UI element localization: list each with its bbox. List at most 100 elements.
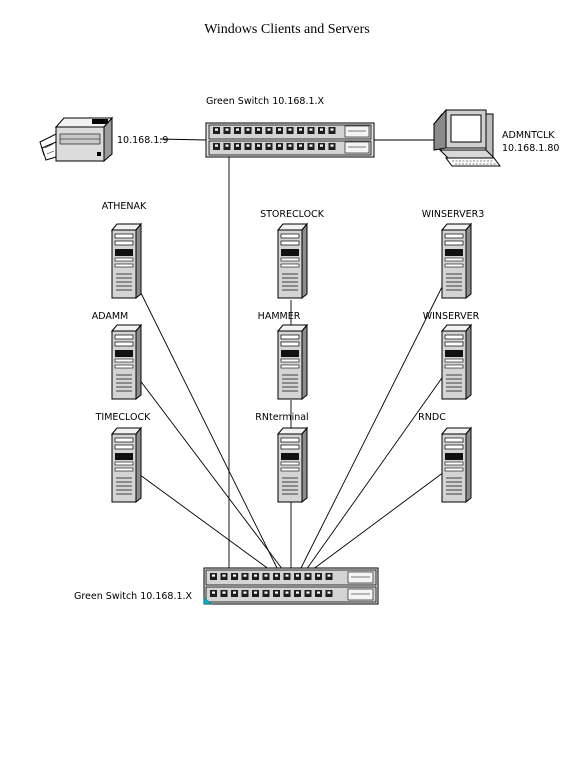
port-notch: [309, 144, 313, 147]
port-notch: [257, 128, 260, 131]
server-tower-icon: [276, 222, 309, 300]
workstation-icon: [432, 108, 501, 167]
server-tower-icon: [276, 323, 309, 401]
port-notch: [330, 144, 334, 147]
server-tower-icon: [110, 323, 143, 401]
server-name: TIMECLOCK: [95, 412, 152, 423]
bottom-switch-label: Green Switch 10.168.1.X: [74, 591, 193, 602]
bottom-switch-ports: [210, 573, 333, 597]
server-hammer[interactable]: HAMMER: [258, 311, 309, 401]
wire-athenak: [135, 282, 279, 571]
server-adamm[interactable]: ADAMM: [92, 311, 143, 401]
port-notch: [257, 144, 260, 147]
port-notch: [246, 144, 250, 147]
server-winserver[interactable]: WINSERVER: [423, 311, 480, 401]
admin-workstation[interactable]: ADMNTCLK 10.168.1.80: [432, 108, 559, 167]
port-notch: [254, 574, 257, 577]
port-notch: [222, 591, 226, 594]
server-tower-icon: [440, 323, 473, 401]
wire-winserver3: [299, 282, 445, 571]
port-notch: [296, 574, 299, 577]
port-notch: [299, 128, 302, 131]
server-tower-icon: [440, 222, 473, 300]
port-notch: [299, 144, 302, 147]
port-notch: [288, 128, 292, 131]
server-tower-icon: [110, 222, 143, 300]
bottom-switch-module-upper: [347, 571, 374, 584]
port-notch: [215, 144, 218, 147]
port-notch: [264, 591, 268, 594]
port-notch: [233, 591, 236, 594]
port-notch: [306, 574, 310, 577]
port-notch: [306, 591, 310, 594]
server-storeclock[interactable]: STORECLOCK: [260, 209, 325, 300]
printer[interactable]: 10.168.1.9: [39, 116, 168, 163]
server-name: RNDC: [418, 412, 446, 423]
port-notch: [236, 128, 239, 131]
port-notch: [327, 591, 331, 594]
port-notch: [320, 144, 323, 147]
port-notch: [246, 128, 250, 131]
server-athenak[interactable]: ATHENAK: [102, 201, 147, 300]
server-timeclock[interactable]: TIMECLOCK: [95, 412, 152, 504]
port-notch: [275, 591, 278, 594]
server-name: HAMMER: [258, 311, 301, 322]
port-notch: [212, 591, 215, 594]
port-notch: [309, 128, 313, 131]
server-tower-icon: [110, 426, 143, 504]
printer-icon: [39, 116, 114, 163]
diagram-title: Windows Clients and Servers: [204, 22, 369, 37]
port-notch: [225, 128, 229, 131]
port-notch: [267, 144, 271, 147]
port-notch: [288, 144, 292, 147]
port-notch: [317, 574, 320, 577]
connection-wires: [135, 138, 445, 571]
port-notch: [285, 574, 289, 577]
server-name: RNterminal: [255, 412, 308, 423]
port-notch: [275, 574, 278, 577]
wire-rndc: [311, 471, 445, 571]
server-name: ATHENAK: [102, 201, 147, 212]
printer-ip: 10.168.1.9: [117, 135, 168, 146]
admin-pc-name: ADMNTCLK: [502, 130, 555, 141]
link-indicator-icon: [203, 597, 213, 605]
admin-pc-ip: 10.168.1.80: [502, 143, 559, 154]
port-notch: [278, 144, 281, 147]
port-notch: [225, 144, 229, 147]
server-winserver3[interactable]: WINSERVER3: [422, 209, 485, 300]
port-notch: [254, 591, 257, 594]
port-notch: [320, 128, 323, 131]
server-rnterminal[interactable]: RNterminal: [255, 412, 309, 504]
wire-printer-to-top-switch: [159, 138, 207, 141]
port-notch: [285, 591, 289, 594]
top-switch[interactable]: Green Switch 10.168.1.X: [205, 96, 375, 158]
server-name: WINSERVER: [423, 311, 480, 322]
port-notch: [222, 574, 226, 577]
server-rndc[interactable]: RNDC: [418, 412, 473, 504]
port-notch: [327, 574, 331, 577]
top-switch-ports: [213, 127, 336, 150]
server-name: ADAMM: [92, 311, 129, 322]
port-notch: [243, 591, 247, 594]
top-switch-module-lower: [344, 141, 370, 154]
top-switch-module-upper: [344, 125, 370, 138]
wire-timeclock: [135, 471, 271, 571]
port-notch: [243, 574, 247, 577]
port-notch: [233, 574, 236, 577]
server-tower-icon: [440, 426, 473, 504]
port-notch: [267, 128, 271, 131]
wire-winserver: [305, 374, 445, 571]
port-notch: [212, 574, 215, 577]
server-tower-icon: [276, 426, 309, 504]
server-name: STORECLOCK: [260, 209, 325, 220]
top-switch-label: Green Switch 10.168.1.X: [206, 96, 325, 107]
wire-adamm: [135, 374, 284, 571]
port-notch: [236, 144, 239, 147]
port-notch: [215, 128, 218, 131]
port-notch: [296, 591, 299, 594]
port-notch: [264, 574, 268, 577]
bottom-switch[interactable]: Green Switch 10.168.1.X: [74, 567, 379, 605]
port-notch: [278, 128, 281, 131]
bottom-switch-module-lower: [347, 588, 374, 601]
